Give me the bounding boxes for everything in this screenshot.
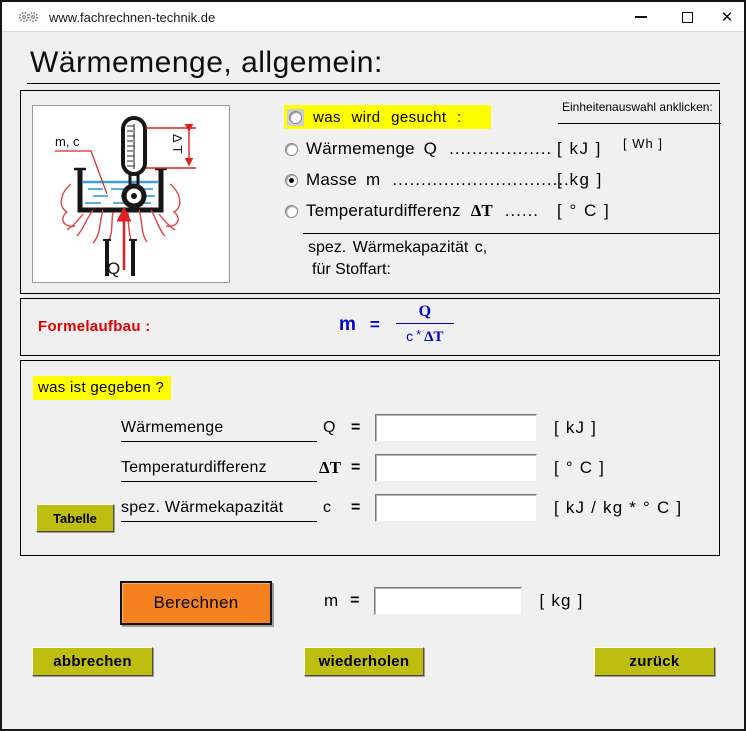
sought-radio-patch bbox=[287, 108, 304, 126]
page-title: Wärmemenge, allgemein: bbox=[30, 46, 383, 79]
given-row-waermemenge: Wärmemenge Q = [ kJ ] bbox=[121, 412, 711, 444]
sought-prompt-radio[interactable] bbox=[289, 110, 302, 124]
given-row-waermekapazitaet: spez. Wärmekapazität c = [ kJ / kg * ° C… bbox=[121, 492, 711, 524]
option-dots: ............................... bbox=[392, 170, 570, 189]
waermekapazitaet-input[interactable] bbox=[375, 494, 537, 522]
maximize-button[interactable] bbox=[670, 2, 704, 32]
given-prompt: was ist gegeben ? bbox=[33, 376, 172, 400]
given-unit: [ ° C ] bbox=[554, 458, 606, 477]
result-unit: [ kg ] bbox=[539, 591, 584, 610]
option-temperaturdifferenz: Temperaturdifferenz ΔT ...... [ ° C ] bbox=[285, 199, 715, 223]
sought-separator bbox=[303, 233, 719, 234]
waermemenge-input[interactable] bbox=[375, 414, 537, 442]
given-unit: [ kJ ] bbox=[554, 418, 598, 437]
diagram-mc-label: m, c bbox=[55, 134, 80, 149]
result-row: m = [ kg ] bbox=[324, 587, 584, 615]
given-unit: [ kJ / kg * ° C ] bbox=[554, 498, 683, 517]
section-formula: Formelaufbau : m = Q c*ΔT bbox=[20, 298, 720, 356]
section-given: was ist gegeben ? Wärmemenge Q = [ kJ ] … bbox=[20, 360, 720, 556]
formula-denominator: c*ΔT bbox=[396, 324, 454, 346]
sought-prompt: was wird gesucht : bbox=[284, 105, 491, 129]
radio-temperaturdifferenz[interactable] bbox=[285, 204, 298, 218]
result-input[interactable] bbox=[373, 587, 522, 615]
heading-rule bbox=[27, 83, 720, 84]
equals-sign: = bbox=[351, 419, 361, 436]
given-symbol: ΔT bbox=[319, 458, 341, 477]
formula-equals: = bbox=[369, 314, 380, 334]
minimize-button[interactable] bbox=[624, 2, 658, 32]
option-symbol: ΔT bbox=[470, 201, 493, 220]
radio-masse[interactable] bbox=[285, 173, 298, 187]
option-label: Masse m bbox=[306, 170, 381, 189]
option-waermemenge: Wärmemenge Q .................. [ kJ ] [… bbox=[285, 136, 715, 161]
formula-fraction: Q c*ΔT bbox=[395, 303, 454, 346]
diagram-q-label: Q bbox=[107, 259, 120, 278]
equals-sign: = bbox=[351, 459, 361, 476]
minimize-icon bbox=[635, 16, 647, 18]
window-title: www.fachrechnen-technik.de bbox=[49, 10, 216, 25]
section-sought: Δ T m, c bbox=[20, 90, 721, 294]
given-label: Wärmemenge bbox=[121, 419, 317, 442]
unit-kg[interactable]: [ kg ] bbox=[557, 170, 603, 189]
sought-prompt-label: was wird gesucht : bbox=[313, 108, 462, 126]
option-dots: ...... bbox=[504, 201, 540, 220]
spez-waermekapazitaet-line2: für Stoffart: bbox=[312, 261, 391, 278]
equals-sign: = bbox=[351, 499, 361, 516]
den-var: c bbox=[406, 328, 414, 344]
given-label: Temperaturdifferenz bbox=[121, 459, 317, 482]
formula: m = Q c*ΔT bbox=[339, 303, 454, 346]
maximize-icon bbox=[681, 11, 693, 23]
radio-waermemenge[interactable] bbox=[285, 142, 298, 156]
den-operator: * bbox=[416, 327, 422, 342]
heat-diagram-figure: Δ T m, c bbox=[32, 105, 230, 283]
formula-label: Formelaufbau : bbox=[38, 318, 151, 335]
temperaturdifferenz-input[interactable] bbox=[375, 454, 537, 482]
abbrechen-button[interactable]: abbrechen bbox=[32, 647, 153, 676]
unit-kj[interactable]: [ kJ ] bbox=[557, 139, 602, 158]
units-header: Einheitenauswahl anklicken: bbox=[558, 98, 721, 124]
formula-numerator: Q bbox=[418, 303, 432, 320]
given-row-temperaturdifferenz: Temperaturdifferenz ΔT = [ ° C ] bbox=[121, 452, 711, 484]
heat-diagram: Δ T m, c bbox=[55, 116, 196, 278]
result-symbol: m bbox=[324, 591, 339, 610]
option-masse: Masse m ............................... … bbox=[285, 168, 715, 192]
option-dots: .................. bbox=[449, 139, 553, 158]
zurueck-button[interactable]: zurück bbox=[594, 647, 715, 676]
option-label: Temperaturdifferenz bbox=[306, 201, 461, 220]
fraction-bar bbox=[395, 323, 454, 324]
wiederholen-button[interactable]: wiederholen bbox=[304, 647, 424, 676]
diagram-delta-t-label: Δ T bbox=[170, 134, 185, 154]
unit-celsius[interactable]: [ ° C ] bbox=[557, 201, 611, 220]
gears-icon bbox=[18, 9, 40, 30]
option-label: Wärmemenge Q bbox=[306, 139, 438, 158]
given-symbol: Q bbox=[323, 419, 336, 436]
tabelle-button[interactable]: Tabelle bbox=[36, 504, 114, 532]
close-button[interactable]: ✕ bbox=[710, 2, 744, 32]
equals-sign: = bbox=[350, 592, 360, 609]
den-symbol: ΔT bbox=[424, 329, 444, 345]
unit-wh[interactable]: [ Wh ] bbox=[623, 136, 663, 151]
berechnen-button[interactable]: Berechnen bbox=[120, 581, 272, 625]
close-icon: ✕ bbox=[720, 8, 734, 26]
formula-lhs: m bbox=[339, 313, 356, 335]
given-label: spez. Wärmekapazität bbox=[121, 499, 317, 522]
given-symbol: c bbox=[323, 499, 331, 516]
titlebar: www.fachrechnen-technik.de ✕ bbox=[2, 2, 744, 32]
spez-waermekapazitaet-line1: spez. Wärmekapazität c, bbox=[308, 239, 488, 256]
